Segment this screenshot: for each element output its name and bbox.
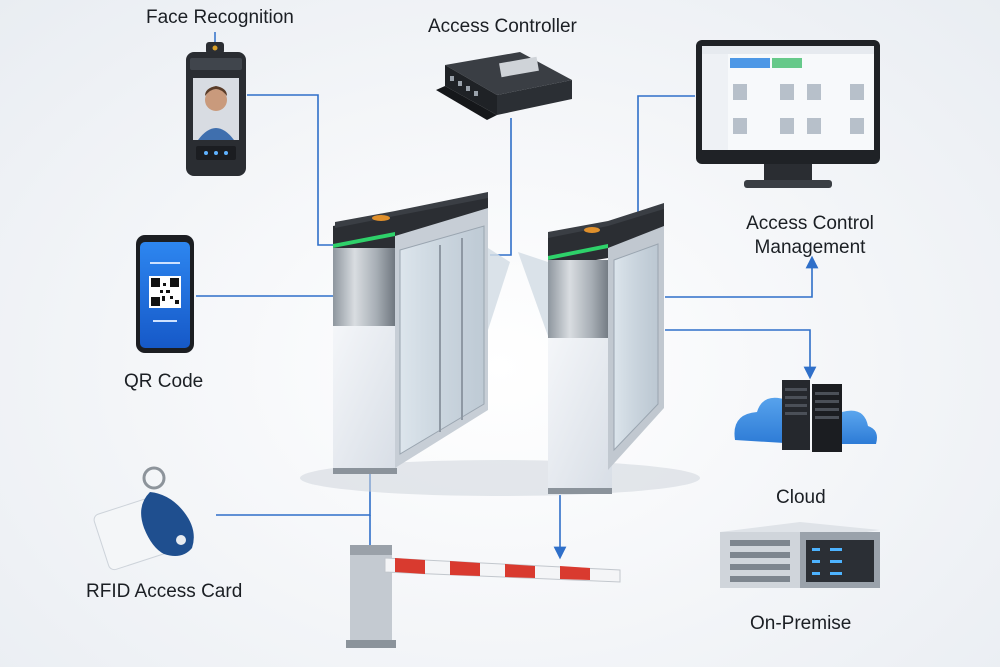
connector-cloud: [665, 329, 817, 380]
label-cloud: Cloud: [776, 487, 826, 508]
connector-management: [665, 255, 819, 298]
access-controller-icon: [436, 52, 572, 120]
connector-monitor: [637, 95, 695, 212]
face-terminal-icon: [186, 32, 246, 176]
connector-access-controller: [490, 118, 512, 256]
monitor-icon: [696, 40, 880, 188]
label-access-control-management-line2: Management: [754, 237, 866, 258]
qr-phone-icon: [136, 235, 194, 353]
connector-face-recognition: [247, 94, 335, 246]
connector-lines: [196, 94, 819, 560]
label-access-control-management: Access Control Management: [735, 212, 885, 260]
label-rfid-access-card: RFID Access Card: [86, 581, 243, 602]
label-access-control-management-line1: Access Control: [746, 213, 874, 234]
cloud-server-icon: [734, 380, 877, 452]
on-premise-server-icon: [720, 522, 880, 588]
label-qr-code: QR Code: [124, 371, 204, 392]
rfid-card-icon: [93, 466, 194, 571]
barrier-gate-icon: [346, 545, 621, 648]
label-on-premise: On-Premise: [750, 613, 852, 634]
label-face-recognition: Face Recognition: [146, 7, 294, 28]
label-access-controller: Access Controller: [428, 16, 577, 37]
turnstile-icon: [300, 192, 700, 496]
